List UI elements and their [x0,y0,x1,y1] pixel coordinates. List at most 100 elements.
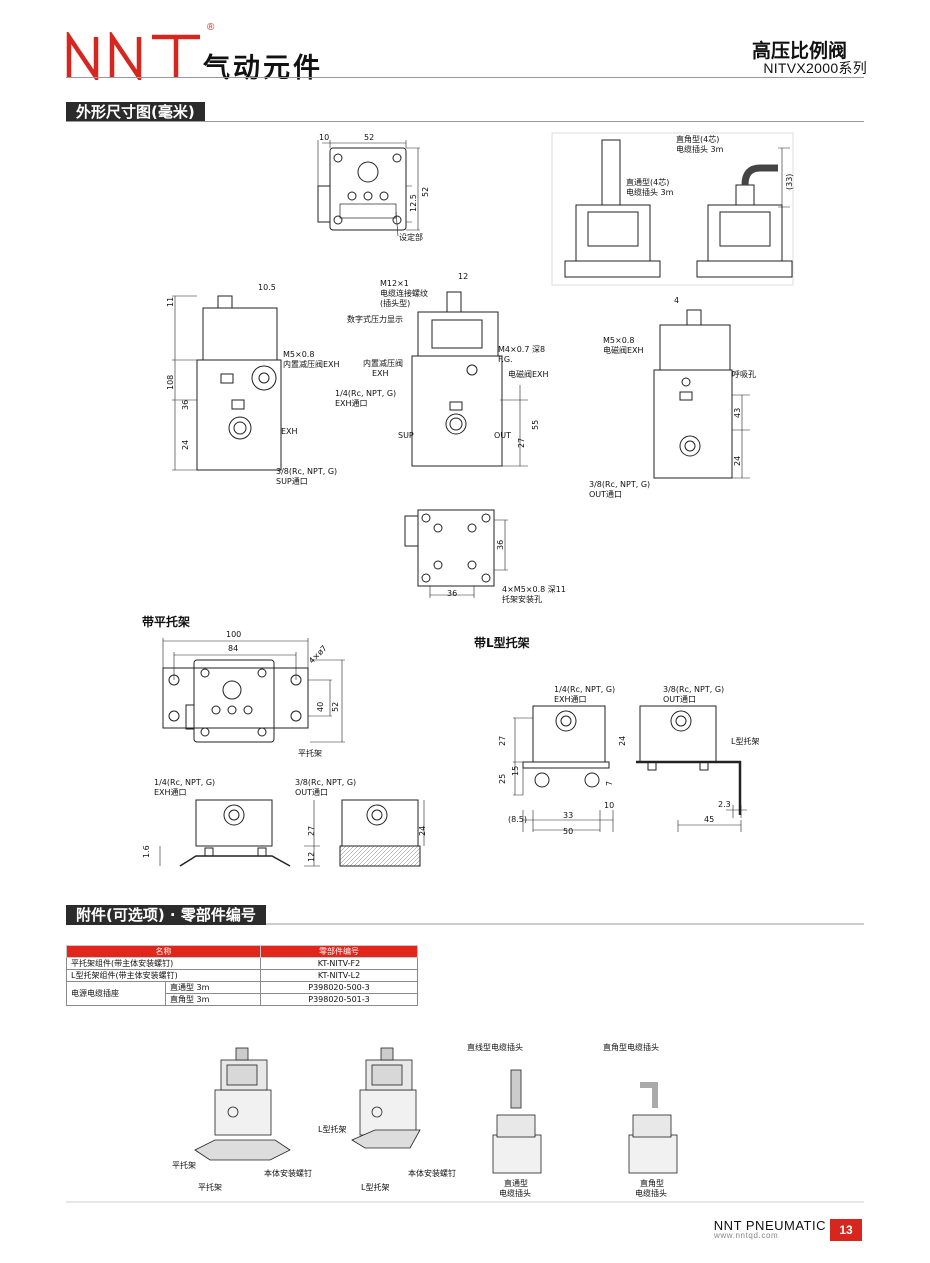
series-name: NITVX2000系列 [763,60,867,76]
dimension-label: SUP [398,431,414,440]
dimension-label: 电磁阀EXH [603,345,644,355]
dimension-label: 12 [307,852,316,862]
dimension-label: OUT [494,431,511,440]
dimension-label: 平托架 [298,748,322,758]
table-row: L型托架组件(带主体安装螺钉) KT-NITV-L2 [66,969,418,982]
dimension-label: 84 [228,644,238,653]
dimension-label: 直角型电缆插头 [603,1042,659,1052]
dimension-label: 55 [531,420,540,430]
registered-mark: ® [207,22,215,33]
dimension-label: 内置减压阀EXH [283,359,340,369]
dimension-label: F.G. [498,355,513,364]
dimension-label: EXH通口 [554,694,587,704]
dimension-label: 11 [166,297,175,307]
header-name: 名称 [66,945,261,958]
dimension-label: 内置减压阀 [363,358,403,368]
dimension-label: 4×ø7 [307,644,329,666]
dimension-label: 直通型(4芯) [626,177,669,187]
dimension-label: 100 [226,630,241,639]
dimension-label: (33) [785,174,794,190]
dimension-label: 1.6 [142,845,151,858]
dimension-label: 1/4(Rc, NPT, G) [335,389,396,398]
dimension-label: 52 [364,133,374,142]
cable-group: 电源电缆插座 [66,981,166,1006]
dimension-label: EXH [372,369,389,378]
dimension-label: 呼吸孔 [732,369,756,379]
dimension-label: 10 [319,133,329,142]
page-number: 13 [830,1219,862,1241]
dimension-label: (插头型) [380,298,410,308]
dimension-label: 43 [733,408,742,418]
footer-brand: NNT PNEUMATIC [713,1218,826,1233]
dimension-label: (8.5) [508,815,527,824]
dimension-label: 平托架 [172,1160,196,1170]
dimension-label: 直线型电缆插头 [467,1042,523,1052]
footer-url: www.nntqd.com [714,1231,779,1240]
dimension-label: 电缆连接螺纹 [380,288,428,298]
dimension-label: 电缆插头 [635,1188,667,1198]
dimension-label: 12.5 [409,194,418,212]
l-bracket-title: 带L型托架 [474,636,530,650]
dimension-label: 电磁阀EXH [508,369,549,379]
dimension-label: L型托架 [318,1124,346,1134]
brand-subtitle: 气动元件 [203,53,323,84]
dimension-label: 24 [418,826,427,836]
dimension-label: 3/8(Rc, NPT, G) [589,480,650,489]
dimension-label: M5×0.8 [603,336,634,345]
dimension-label: 52 [421,187,430,197]
dimension-label: 3/8(Rc, NPT, G) [276,467,337,476]
table-row: 电源电缆插座 直通型 3m P398020-500-3 [66,981,418,1006]
page-title: 高压比例阀 [751,40,847,62]
dimension-label: 7 [605,781,614,786]
dimension-label: 27 [307,826,316,836]
dimension-label: 数字式压力显示 [347,314,403,324]
nnt-logo [66,32,200,80]
row-part: KT-NITV-F2 [260,957,418,970]
dimension-label: M12×1 [380,279,409,288]
dimension-label: 3/8(Rc, NPT, G) [663,685,724,694]
dimension-label: 108 [166,375,175,390]
dimension-label: 27 [498,736,507,746]
row-name: 平托架组件(带主体安装螺钉) [66,957,261,970]
row-type: 直通型 3m [165,981,261,994]
dimension-label: 36 [447,589,457,598]
dimension-label: 本体安装螺钉 [408,1168,456,1178]
dimension-label: 27 [517,438,526,448]
dimension-label: 电缆插头 3m [676,144,724,154]
dimension-label: 52 [331,702,340,712]
dimension-label: L型托架 [361,1182,389,1192]
dimension-label: EXH通口 [335,398,368,408]
flat-bracket-title: 带平托架 [142,615,191,629]
dimension-label: 4 [674,296,679,305]
dimension-label: 1/4(Rc, NPT, G) [154,778,215,787]
dimension-label: L型托架 [731,736,759,746]
dimension-label: OUT通口 [589,489,622,499]
header-part: 零部件编号 [260,945,418,958]
dimension-label: 本体安装螺钉 [264,1168,312,1178]
dimension-label: 2.3 [718,800,731,809]
row-name: L型托架组件(带主体安装螺钉) [66,969,261,982]
dimension-label: EXH通口 [154,787,187,797]
dimension-label: 33 [563,811,573,820]
dimension-label: 3/8(Rc, NPT, G) [295,778,356,787]
dimension-label: 1/4(Rc, NPT, G) [554,685,615,694]
dimension-label: 24 [733,456,742,466]
dimension-label: 托架安装孔 [502,594,542,604]
dimension-label: 设定部 [399,232,423,242]
dimension-label: M4×0.7 深8 [498,345,545,354]
dimension-label: 36 [496,540,505,550]
dimension-label: EXH [281,427,298,436]
dimension-label: 12 [458,272,468,281]
dimension-label: 电缆插头 [499,1188,531,1198]
row-part: P398020-500-3 [260,981,418,994]
dimension-label: 24 [618,736,627,746]
dimension-label: 15 [511,766,520,776]
section-rule [66,121,864,122]
dimension-label: 10 [604,801,614,810]
dimension-label: 24 [181,440,190,450]
section-dimensions: 外形尺寸图(毫米) [66,102,205,122]
dimension-label: OUT通口 [295,787,328,797]
row-part: KT-NITV-L2 [260,969,418,982]
dimension-label: 平托架 [198,1182,222,1192]
